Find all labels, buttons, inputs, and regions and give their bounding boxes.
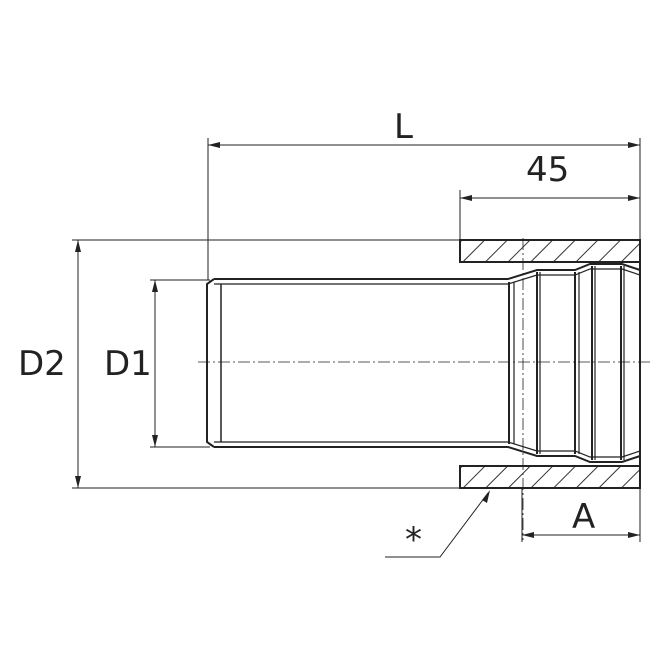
pipe-body: [206, 263, 641, 463]
groove-dim-label: A: [572, 497, 596, 537]
length-label: L: [394, 107, 413, 147]
dimension-lines: [77, 144, 640, 536]
sleeve-section: [459, 239, 641, 489]
note-marker: *: [405, 520, 422, 560]
note-leader: [385, 492, 489, 558]
extension-lines: [72, 138, 641, 542]
socket-depth-label: 45: [526, 150, 570, 190]
inner-diameter-label: D1: [104, 344, 152, 384]
outer-diameter-label: D2: [18, 344, 66, 384]
